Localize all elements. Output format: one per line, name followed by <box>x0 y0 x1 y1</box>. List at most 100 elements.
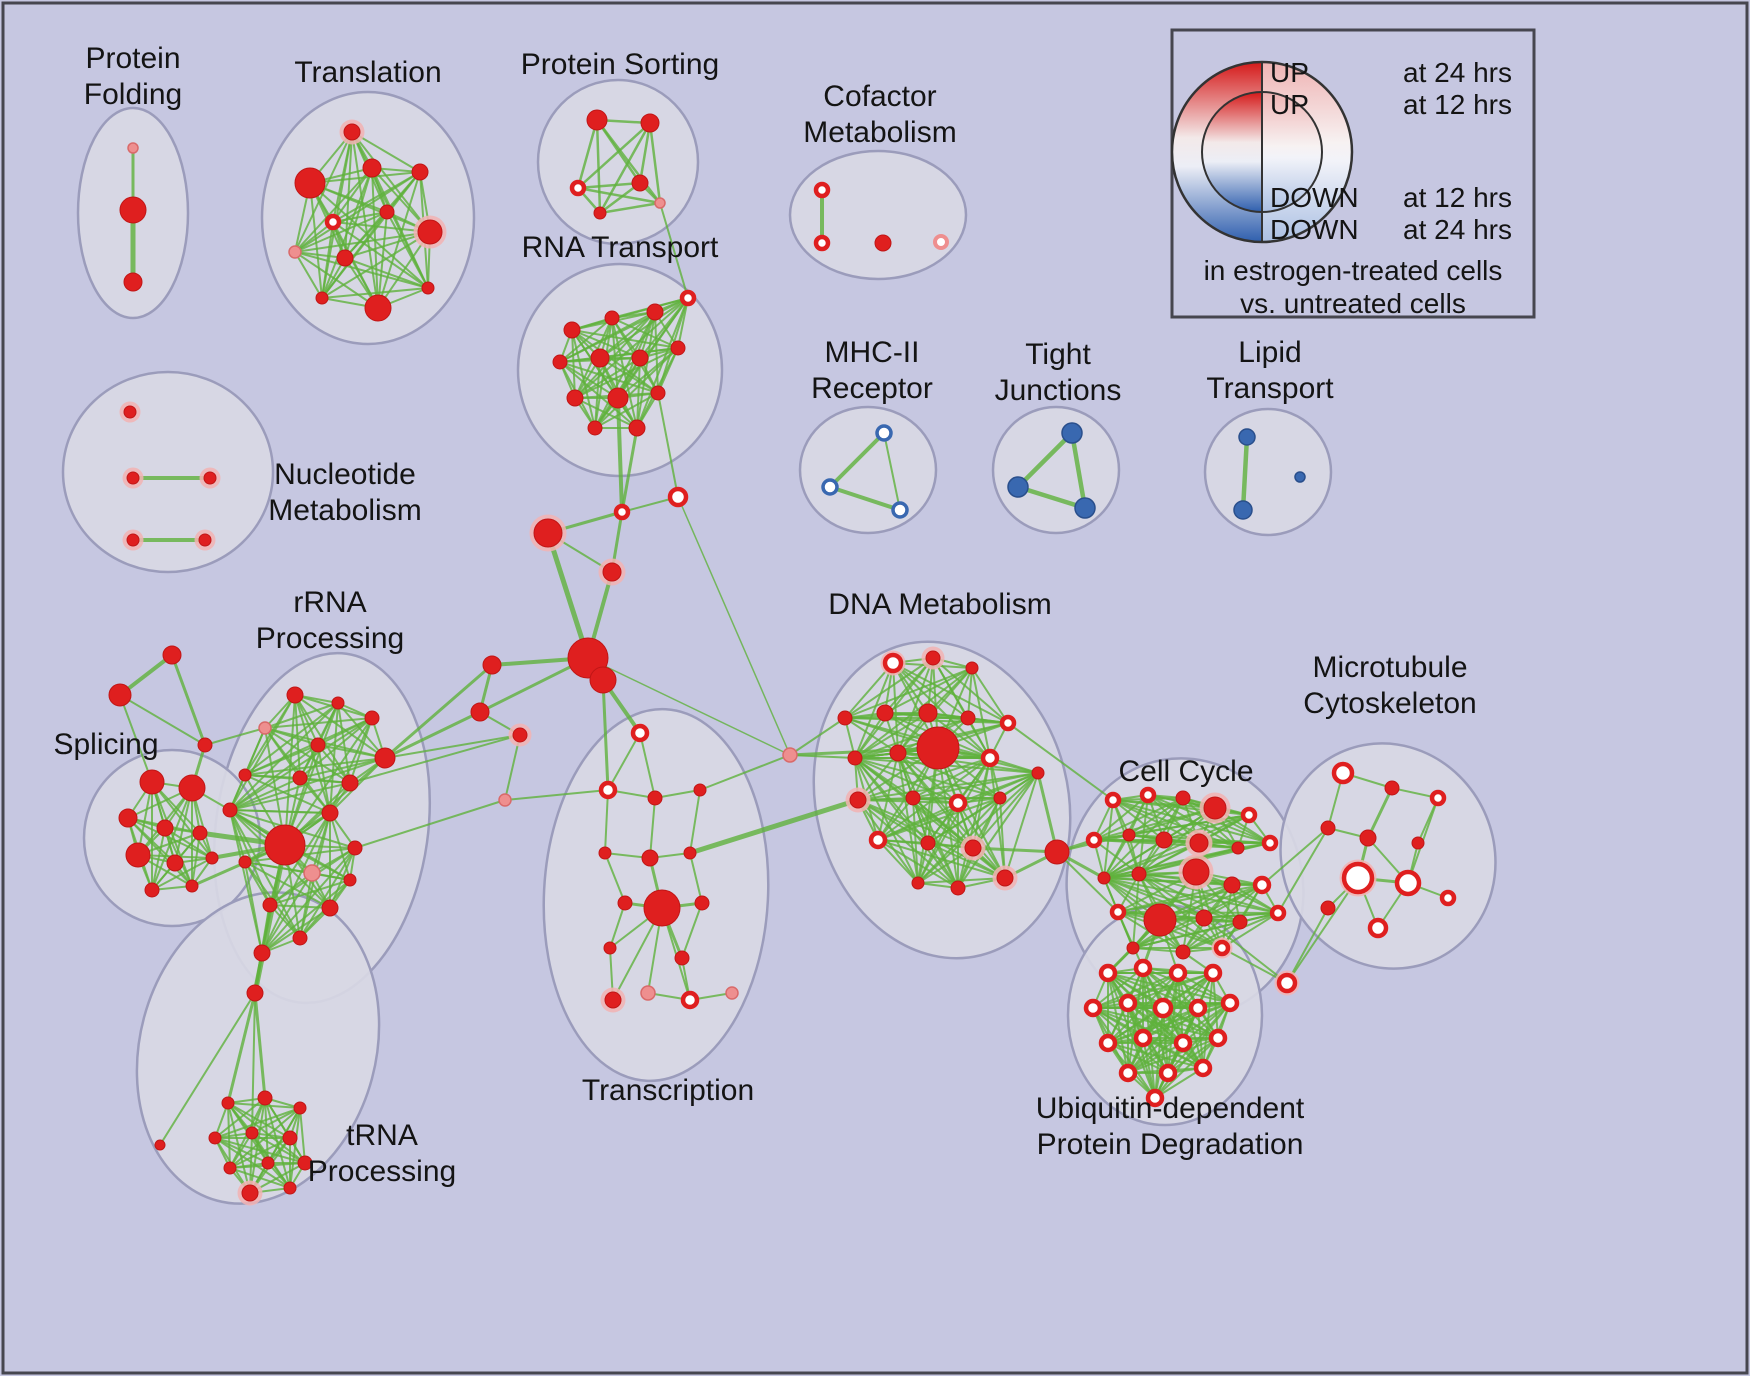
network-edge <box>571 329 576 399</box>
network-node-cc2 <box>1175 790 1191 806</box>
network-edge <box>681 902 703 959</box>
network-node-cc18 <box>1195 909 1213 927</box>
network-edge <box>594 357 601 429</box>
network-edge <box>214 1137 291 1189</box>
network-node-t9 <box>364 294 392 322</box>
network-node-cc12 <box>1131 866 1147 882</box>
network-edge <box>609 902 626 949</box>
cluster-label-lipid-transport: Transport <box>1206 372 1334 405</box>
network-edge <box>844 717 991 759</box>
network-node-dm21 <box>950 880 966 896</box>
network-node-cf3 <box>933 234 949 250</box>
legend-direction-label: DOWN <box>1270 214 1359 245</box>
network-node-tr9 <box>261 1156 275 1170</box>
network-edge <box>1203 917 1288 984</box>
network-edge <box>244 702 339 776</box>
network-node-dm6 <box>960 710 976 726</box>
network-node-dm10 <box>916 726 960 770</box>
network-node-dm4 <box>876 704 894 722</box>
network-edge <box>639 732 656 799</box>
network-edge <box>559 297 689 363</box>
network-edge <box>294 167 373 253</box>
network-node-ub16 <box>1145 1088 1165 1108</box>
network-edge <box>594 311 656 429</box>
network-node-dm17 <box>868 830 888 850</box>
network-node-lk1 <box>470 702 490 722</box>
network-edge <box>654 789 701 799</box>
network-node-sp5 <box>125 842 151 868</box>
network-edge <box>576 186 662 205</box>
network-edge <box>1132 873 1140 949</box>
network-edge <box>1182 884 1263 953</box>
network-edge <box>877 839 959 889</box>
network-edge <box>383 710 482 760</box>
network-node-cc6 <box>1122 828 1136 842</box>
network-edge <box>1117 911 1144 969</box>
network-node-cc0 <box>1104 791 1122 809</box>
network-node-rr14 <box>303 864 321 882</box>
network-edge <box>309 182 431 233</box>
network-edge <box>1240 434 1250 513</box>
network-edge <box>844 717 899 754</box>
network-node-dm22 <box>996 869 1014 887</box>
network-edge <box>229 782 351 811</box>
network-node-cc14 <box>1223 876 1241 894</box>
network-edge <box>937 747 959 889</box>
network-edge <box>264 717 373 729</box>
network-node-hub2 <box>589 666 617 694</box>
network-edge <box>332 221 429 289</box>
nodes-layer <box>108 109 1457 1206</box>
network-edge <box>1127 1037 1219 1074</box>
network-node-cc8 <box>1189 833 1209 853</box>
network-edge <box>912 772 1039 799</box>
network-edge <box>1154 1037 1219 1099</box>
network-edge <box>877 797 1001 841</box>
network-edge <box>559 361 619 399</box>
network-edge <box>576 121 652 190</box>
cluster-label-splicing: Splicing <box>53 728 158 761</box>
network-node-tr1 <box>154 1139 166 1151</box>
network-edge <box>119 694 206 746</box>
network-edge <box>251 1132 306 1164</box>
network-node-rr0 <box>286 686 304 704</box>
network-edge <box>229 1132 253 1169</box>
network-node-mt4 <box>1359 829 1377 847</box>
network-edge <box>1132 912 1279 949</box>
network-edge <box>214 1107 301 1139</box>
network-edge <box>689 789 701 854</box>
network-node-tx11 <box>674 950 690 966</box>
network-node-t11 <box>421 281 435 295</box>
network-edge <box>854 757 959 889</box>
network-node-rr5 <box>374 747 396 769</box>
legend-box <box>1170 28 1536 319</box>
network-node-ub7 <box>1188 998 1208 1018</box>
cluster-label-protein-folding: Protein <box>85 42 180 75</box>
network-node-sp1 <box>178 774 206 802</box>
network-edge <box>1103 842 1200 879</box>
network-node-ub5 <box>1118 993 1138 1013</box>
network-edge <box>857 757 991 801</box>
network-edge <box>788 746 940 757</box>
network-edge <box>594 392 659 429</box>
network-node-rr18 <box>292 930 308 946</box>
cluster-label-cell-cycle: Cell Cycle <box>1118 755 1253 788</box>
network-edge <box>789 754 856 759</box>
network-node-t0 <box>343 123 361 141</box>
network-edge <box>877 839 1006 879</box>
network-node-rt8 <box>566 389 584 407</box>
network-edge <box>576 118 599 190</box>
network-edge <box>1092 1007 1156 1099</box>
network-node-ub2 <box>1168 963 1188 983</box>
network-edge <box>229 809 301 939</box>
network-edge <box>1069 430 1088 511</box>
network-edge <box>354 799 506 849</box>
cluster-label-microtubule-cytoskeleton: Microtubule <box>1312 651 1467 684</box>
network-edge <box>599 297 689 359</box>
network-node-rt7 <box>670 340 686 356</box>
cluster-label-translation: Translation <box>294 56 441 89</box>
network-node-cc10 <box>1261 834 1279 852</box>
network-edge <box>699 754 791 791</box>
